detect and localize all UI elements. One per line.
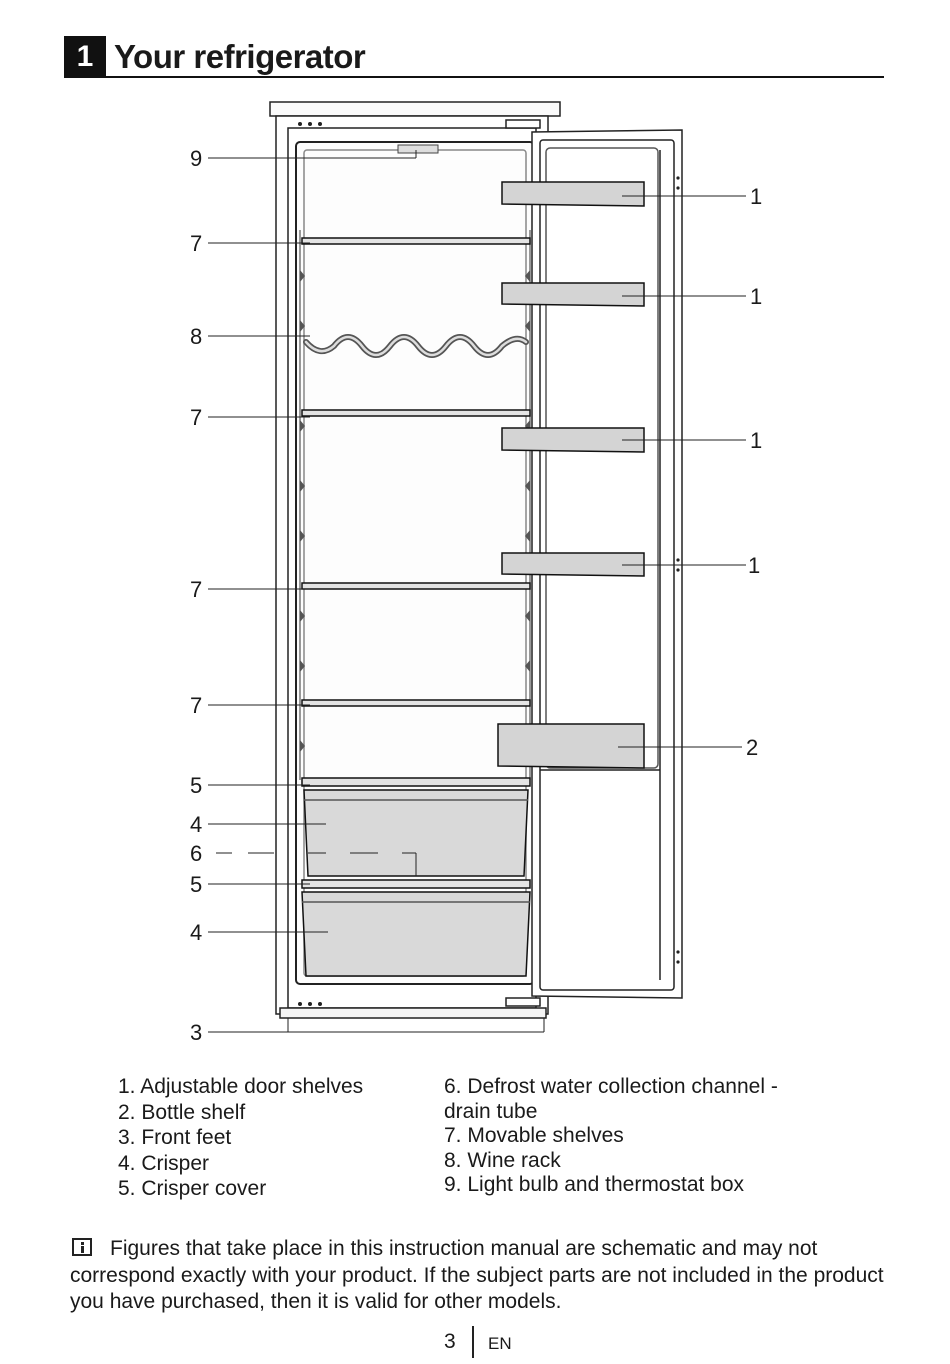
info-icon	[72, 1238, 92, 1256]
legend-item: 3. Front feet	[118, 1126, 232, 1149]
footer-separator	[472, 1326, 474, 1358]
note-paragraph: Figures that take place in this instruct…	[70, 1236, 890, 1316]
light-box	[397, 144, 439, 154]
bottom-plate	[279, 1007, 547, 1019]
note-text: Figures that take place in this instruct…	[70, 1237, 884, 1313]
callout-label: 3	[190, 1020, 203, 1045]
legend-item: 1. Adjustable door shelves	[118, 1075, 364, 1098]
door-shelf	[501, 427, 645, 453]
legend-item: 9. Light bulb and thermostat box	[444, 1173, 745, 1197]
hinge-top	[505, 119, 541, 129]
page-number: 3	[444, 1330, 456, 1353]
callout-label: 8	[190, 324, 203, 349]
movable-shelf	[301, 409, 531, 417]
page-title: Your refrigerator	[114, 38, 366, 75]
language-code: EN	[488, 1334, 512, 1353]
legend-item: 4. Crisper	[118, 1151, 210, 1175]
top-plate	[269, 101, 561, 117]
callout-label: 1	[750, 428, 763, 453]
callout-label: 9	[190, 146, 203, 171]
crisper-upper	[303, 789, 529, 877]
callout-label: 4	[190, 920, 203, 945]
legend-item: drain tube	[444, 1099, 538, 1123]
door-shelf	[501, 181, 645, 207]
door-shelf	[501, 282, 645, 307]
section-header: 1 Your refrigerator	[64, 36, 884, 80]
crisper-cover	[301, 879, 531, 889]
legend-right: 6. Defrost water collection channel - dr…	[444, 1075, 778, 1198]
callout-label: 7	[190, 231, 203, 256]
callout-label: 4	[190, 812, 203, 837]
callout-label: 2	[746, 735, 759, 760]
movable-shelf	[301, 699, 531, 707]
callout-label: 5	[190, 773, 203, 798]
crisper-cover	[301, 777, 531, 787]
movable-shelf	[301, 582, 531, 590]
callout-label: 1	[748, 553, 761, 578]
callout-label: 6	[190, 841, 203, 866]
door-shelf	[501, 552, 645, 577]
movable-shelf	[301, 237, 531, 245]
refrigerator-diagram	[208, 101, 746, 1033]
legend-item: 5. Crisper cover	[118, 1177, 267, 1200]
header-rule	[106, 76, 884, 78]
bottle-shelf	[497, 723, 645, 769]
callout-label: 7	[190, 693, 203, 718]
legend-item: 7. Movable shelves	[444, 1124, 624, 1148]
callout-label: 1	[750, 184, 763, 209]
legend-item: 6. Defrost water collection channel -	[444, 1075, 778, 1098]
chapter-number-badge: 1	[64, 36, 106, 78]
callout-label: 1	[750, 284, 763, 309]
hinge-bottom	[505, 997, 541, 1007]
legend-left: 1. Adjustable door shelves 2. Bottle she…	[118, 1074, 363, 1202]
callout-label: 5	[190, 872, 203, 897]
legend-item: 2. Bottle shelf	[118, 1100, 246, 1124]
callout-label: 7	[190, 405, 203, 430]
legend-item: 8. Wine rack	[444, 1148, 561, 1172]
crisper-lower	[301, 891, 531, 977]
callout-label: 7	[190, 577, 203, 602]
